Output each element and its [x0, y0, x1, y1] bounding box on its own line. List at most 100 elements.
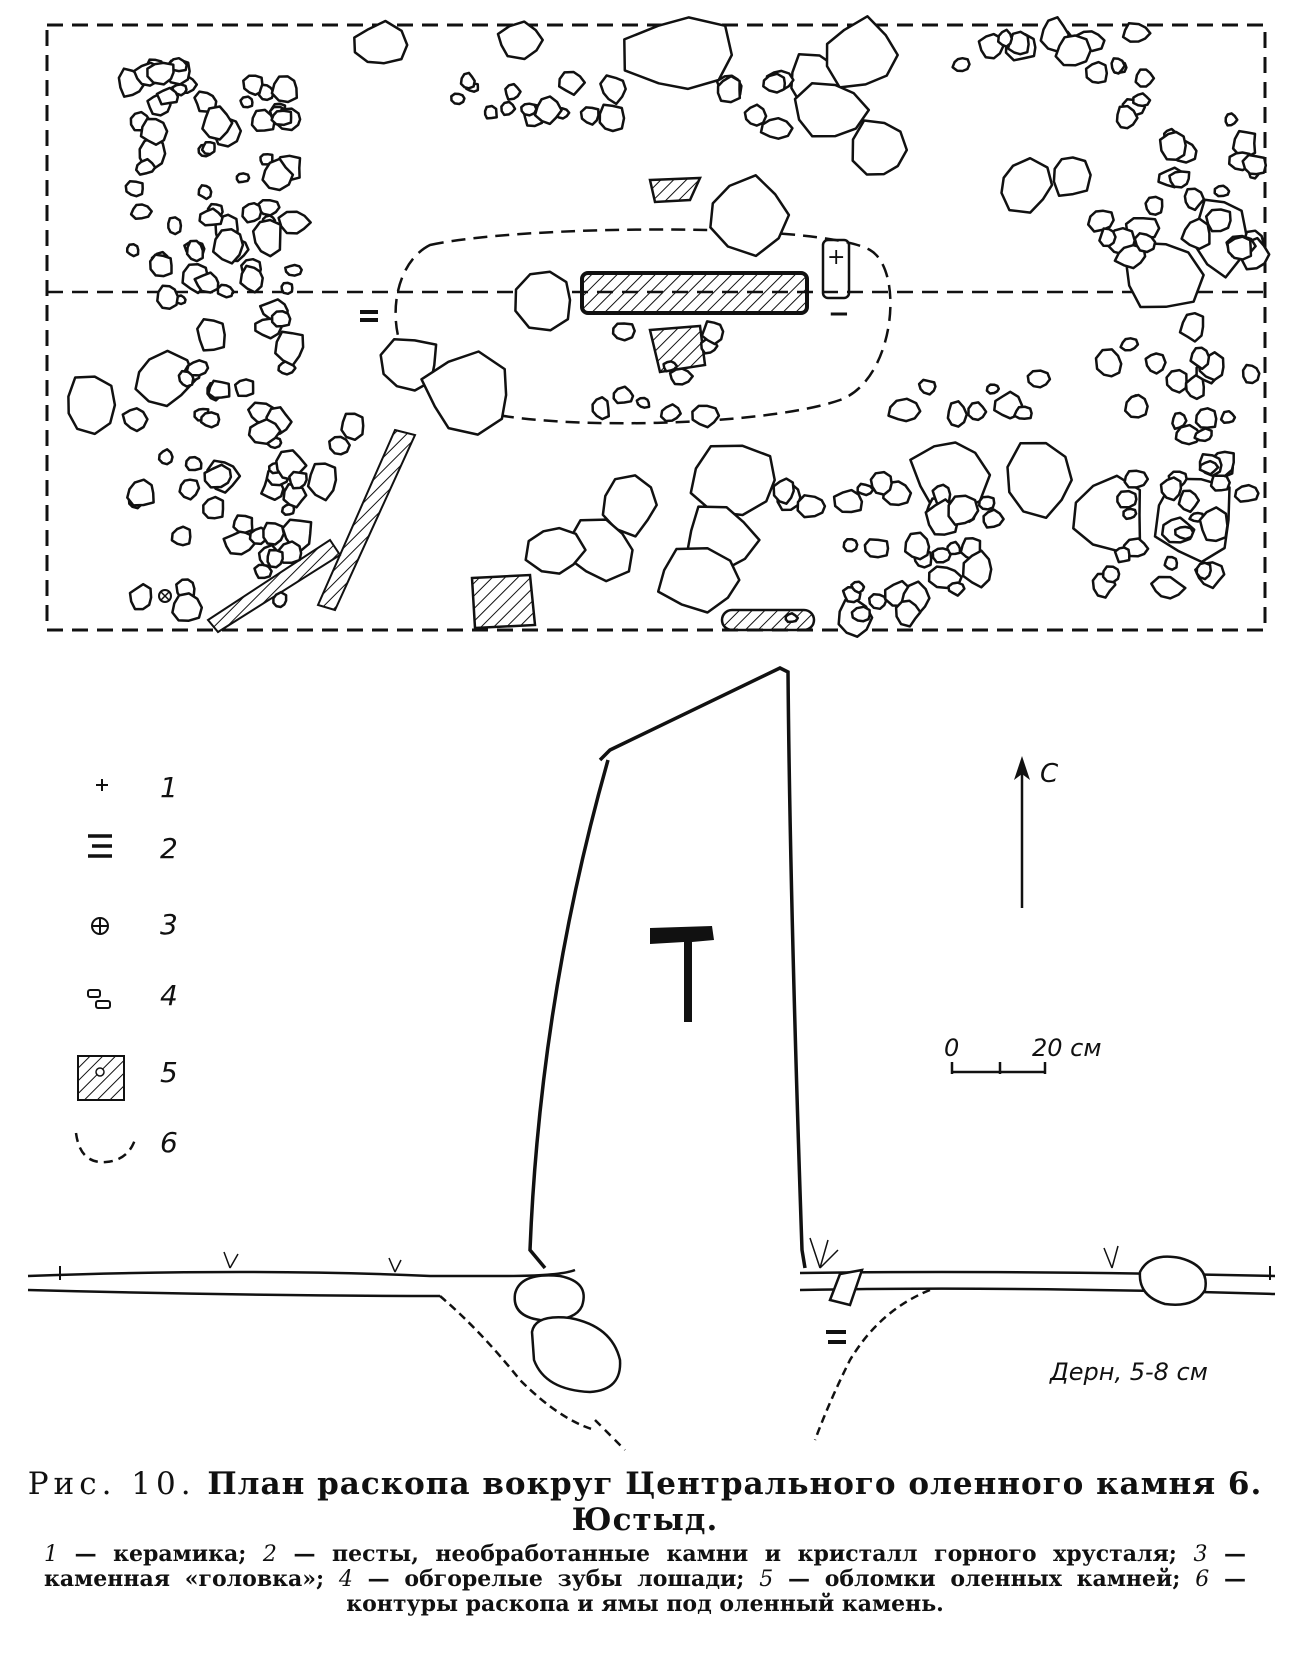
caption-item-number: 3: [1193, 1542, 1208, 1567]
stone: [121, 407, 149, 433]
stone: [306, 462, 338, 502]
section-stone: [828, 1268, 864, 1307]
stone: [201, 105, 234, 141]
stone: [796, 494, 827, 519]
stone: [1174, 423, 1203, 446]
stone: [450, 92, 466, 106]
stone: [851, 119, 909, 176]
stone: [1194, 407, 1218, 429]
find-marker: [821, 238, 851, 300]
plus-marker: +: [827, 245, 845, 270]
legend-number: 2: [160, 832, 178, 865]
stone: [1123, 469, 1150, 489]
legend: 1 2 3 4 5 6: [74, 771, 178, 1164]
stone: [277, 210, 312, 235]
stone: [139, 117, 169, 146]
stone: [1233, 483, 1260, 503]
stone: [270, 109, 293, 127]
soil-surface: [27, 1268, 576, 1278]
stone: [126, 478, 155, 507]
pit-section: [813, 1288, 931, 1441]
stone: [157, 448, 174, 466]
section-stone: [513, 1274, 585, 1322]
stone: [951, 56, 971, 73]
stone: [500, 100, 517, 117]
stone: [612, 385, 635, 405]
stone: [1173, 525, 1195, 541]
stone: [591, 396, 611, 421]
standing-deer-stone: [528, 666, 807, 1270]
excavation-plan-figure: + − − −: [27, 15, 1276, 1451]
stone: [1133, 232, 1157, 254]
stone: [917, 378, 937, 396]
stone: [623, 16, 734, 91]
stone: [514, 270, 572, 332]
stone: [1098, 227, 1117, 248]
stone: [689, 444, 776, 517]
stone: [709, 174, 791, 258]
stone: [284, 263, 303, 277]
stone: [184, 455, 203, 472]
pit-section: [594, 1419, 626, 1451]
stone: [659, 403, 682, 423]
stone: [272, 591, 288, 609]
stone: [863, 538, 890, 559]
stone: [1224, 112, 1239, 127]
legend-number: 1: [160, 771, 178, 804]
stone: [459, 71, 476, 90]
stone: [947, 494, 980, 526]
stone: [656, 546, 741, 614]
stone: [1178, 311, 1205, 343]
stone: [196, 318, 226, 352]
stone: [1121, 22, 1152, 43]
stone: [557, 70, 587, 97]
stone: [125, 243, 140, 258]
deer-stone-fragment: [648, 324, 707, 374]
stone: [146, 61, 175, 86]
stone: [1125, 241, 1205, 309]
stone: [185, 359, 210, 377]
caption-item-number: 1: [44, 1542, 58, 1567]
central-stone-plan: + − − −: [158, 176, 851, 634]
stone: [270, 310, 292, 328]
caption-item-number: 5: [759, 1567, 774, 1592]
stone: [250, 108, 276, 132]
soil-surface: [27, 1288, 441, 1298]
stone: [1226, 235, 1253, 261]
stone: [1168, 170, 1191, 189]
scale-end-label: 20 см: [1032, 1034, 1101, 1062]
stone: [203, 463, 233, 489]
stone: [887, 397, 922, 423]
stone: [1132, 92, 1152, 108]
stone: [601, 474, 658, 538]
stone: [134, 157, 157, 176]
stone: [257, 83, 276, 102]
stone: [1026, 369, 1052, 389]
stone: [233, 378, 255, 398]
stone: [533, 95, 563, 126]
caption-item-text: — каменная «головка»;: [44, 1541, 1246, 1592]
stone: [167, 216, 183, 236]
stone: [239, 264, 264, 294]
stone: [128, 582, 153, 611]
caption-title-text: План раскопа вокруг Центрального оленног…: [207, 1466, 1263, 1538]
stone: [856, 482, 875, 497]
stone: [328, 435, 351, 456]
legend-symbol-6: [74, 1132, 138, 1164]
stone: [156, 284, 180, 310]
stone: [1241, 363, 1261, 385]
stone: [251, 218, 282, 258]
caption-item-text: — обломки оленных камней;: [787, 1566, 1181, 1592]
stone: [762, 72, 787, 94]
stone: [274, 330, 305, 367]
stone: [1195, 561, 1212, 581]
stone: [247, 418, 282, 446]
stone: [635, 396, 651, 409]
north-label: С: [1040, 759, 1059, 789]
stone: [262, 521, 286, 546]
stone: [947, 581, 966, 597]
stone: [579, 106, 600, 126]
stone: [340, 412, 365, 442]
stones-layer: [67, 15, 1271, 638]
caption-figure-number: Рис. 10.: [27, 1466, 196, 1502]
